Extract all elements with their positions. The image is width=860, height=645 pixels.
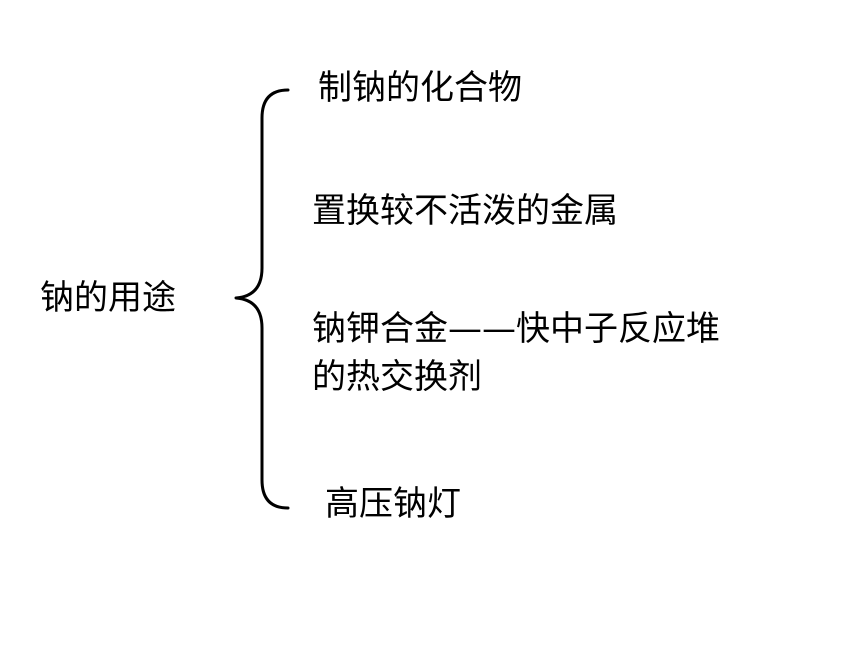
brace-path bbox=[234, 88, 290, 510]
branch-item-4: 高压钠灯 bbox=[325, 482, 461, 526]
branch-item-2-line-1: 置换较不活泼的金属 bbox=[312, 191, 618, 231]
branch-item-1-line-1: 制钠的化合物 bbox=[318, 68, 522, 108]
root-label: 钠的用途 bbox=[40, 278, 176, 318]
branch-item-3-line-1: 钠钾合金——快中子反应堆 bbox=[312, 309, 720, 349]
branch-item-3-line-2: 的热交换剂 bbox=[312, 357, 482, 397]
branch-item-2: 置换较不活泼的金属 bbox=[312, 189, 618, 233]
branch-item-1: 制钠的化合物 bbox=[318, 66, 522, 110]
branch-item-4-line-1: 高压钠灯 bbox=[325, 484, 461, 524]
branch-item-3: 钠钾合金——快中子反应堆 的热交换剂 bbox=[312, 305, 720, 401]
